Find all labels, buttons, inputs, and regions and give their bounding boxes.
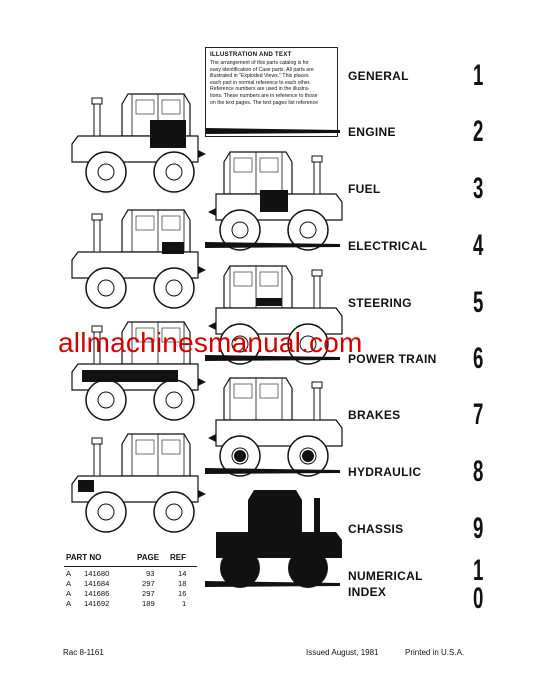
row-part-no: 141684 (84, 579, 110, 588)
header-page: PAGE (137, 553, 160, 562)
section-number: 0 (473, 582, 484, 615)
row-prefix: A (66, 599, 72, 608)
illustration-box-line: illustrated in "Exploded Views." This pl… (210, 73, 309, 80)
section-number: 9 (473, 512, 484, 545)
section-label-electrical[interactable]: ELECTRICAL (348, 239, 427, 253)
section-number: 4 (473, 229, 484, 262)
illustration-box-line: easy identification of Case parts. All p… (210, 66, 314, 73)
section-label-hydraulic[interactable]: HYDRAULIC (348, 465, 422, 479)
section-label-chassis[interactable]: CHASSIS (348, 522, 404, 536)
row-ref: 14 (178, 569, 187, 578)
illustration-text-box: ILLUSTRATION AND TEXT The arrangement of… (205, 47, 338, 137)
footer-issued: Issued August, 1981 (306, 648, 379, 657)
illustration-box-line: tions. These numbers are in reference to… (210, 92, 318, 99)
footer-code: Rac 8-1161 (63, 648, 104, 657)
illustration-box-line: Reference numbers are used in the illust… (210, 86, 310, 93)
row-prefix: A (66, 589, 72, 598)
illustration-box-line: each part in normal reference to each ot… (210, 79, 311, 86)
section-number: 3 (473, 172, 484, 205)
illustration-box-body: The arrangement of this parts catalog is… (210, 60, 333, 106)
section-number: 1 (473, 554, 484, 587)
section-label-engine[interactable]: ENGINE (348, 125, 396, 139)
illustration-box-line: The arrangement of this parts catalog is… (210, 60, 309, 66)
row-part-no: 141680 (84, 569, 110, 578)
section-label-index[interactable]: INDEX (348, 585, 387, 599)
section-label-fuel[interactable]: FUEL (348, 182, 381, 196)
section-number: 6 (473, 342, 484, 375)
row-prefix: A (66, 579, 72, 588)
parts-table-header: PART NO PAGE REF (64, 553, 197, 567)
row-part-no: 141686 (84, 589, 110, 598)
section-label-steering[interactable]: STEERING (348, 296, 412, 310)
table-row: A 141692 189 1 (64, 599, 197, 609)
row-page: 297 (142, 589, 155, 598)
row-ref: 1 (182, 599, 187, 608)
row-page: 189 (142, 599, 155, 608)
section-number: 7 (473, 398, 484, 431)
table-row: A 141686 297 16 (64, 589, 197, 599)
row-prefix: A (66, 569, 72, 578)
section-label-general[interactable]: GENERAL (348, 69, 409, 83)
table-row: A 141684 297 18 (64, 579, 197, 589)
illustration-box-line: on the text pages. The text pages list r… (210, 99, 319, 106)
parts-table: PART NO PAGE REF A 141680 93 14 A 141684… (64, 553, 197, 609)
header-part-no: PART NO (66, 553, 102, 562)
illustration-box-title: ILLUSTRATION AND TEXT (210, 51, 292, 58)
header-ref: REF (170, 553, 186, 562)
section-number: 5 (473, 286, 484, 319)
section-number: 2 (473, 115, 484, 148)
section-number: 8 (473, 455, 484, 488)
row-part-no: 141692 (84, 599, 110, 608)
row-page: 297 (142, 579, 155, 588)
footer-printed: Printed in U.S.A. (405, 648, 465, 657)
table-row: A 141680 93 14 (64, 569, 197, 579)
row-ref: 18 (178, 579, 187, 588)
row-ref: 16 (178, 589, 187, 598)
section-label-power-train[interactable]: POWER TRAIN (348, 352, 437, 366)
section-number: 1 (473, 59, 484, 92)
section-label-numerical[interactable]: NUMERICAL (348, 569, 423, 583)
section-label-brakes[interactable]: BRAKES (348, 408, 401, 422)
row-page: 93 (146, 569, 155, 578)
watermark-text: allmachinesmanual.com (58, 327, 363, 358)
